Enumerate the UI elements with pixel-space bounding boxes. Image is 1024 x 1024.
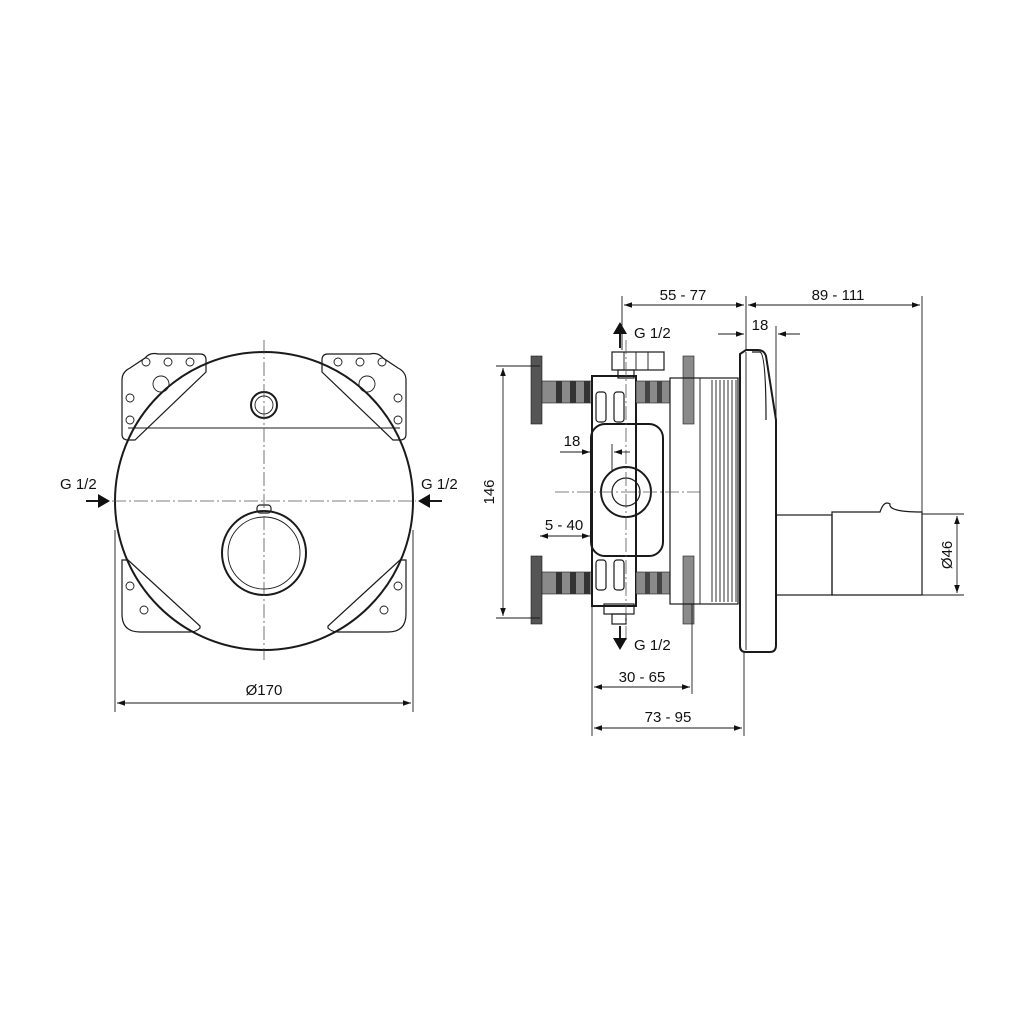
- dim-55-77-label: 55 - 77: [660, 287, 707, 304]
- tile-bracket-top: [682, 355, 695, 425]
- dim-46-label: Ø46: [939, 541, 956, 569]
- outlet-connector-bottom: [603, 603, 635, 625]
- dim-30-65-label: 30 - 65: [619, 669, 666, 686]
- screw-top: [541, 380, 593, 404]
- arrow-down-icon: [613, 638, 627, 650]
- inlet-top-label: G 1/2: [634, 325, 671, 342]
- mounting-plate-bottom-right: [327, 559, 407, 633]
- front-view: G 1/2 G 1/2 Ø170: [60, 340, 458, 712]
- dim-89-111-label: 89 - 111: [812, 287, 865, 304]
- arrow-right-icon: [98, 494, 110, 508]
- flange-bottom: [530, 555, 543, 625]
- inlet-left-label: G 1/2: [60, 476, 97, 493]
- mounting-plate-top-right: [321, 352, 407, 441]
- thread-lines: [711, 380, 737, 602]
- tile-bracket-bottom: [682, 555, 695, 625]
- dim-18-port-label: 18: [564, 433, 581, 450]
- diameter-label: Ø170: [246, 682, 283, 699]
- side-view: G 1/2 G 1/2 146 55 - 77 89 - 111 18 18 5…: [481, 287, 964, 736]
- screw-bottom: [541, 571, 593, 595]
- cover-plate-profile: [739, 349, 777, 653]
- dim-5-40-label: 5 - 40: [545, 517, 583, 534]
- inlet-right-label: G 1/2: [421, 476, 458, 493]
- arrow-left-icon: [418, 494, 430, 508]
- dim-18-cover-label: 18: [752, 317, 769, 334]
- sleeve-body: [669, 377, 739, 605]
- dim-146-label: 146: [481, 479, 498, 504]
- dim-73-95-label: 73 - 95: [645, 709, 692, 726]
- outlet-bottom-label: G 1/2: [634, 637, 671, 654]
- valve-cartridge-box: [590, 423, 664, 557]
- inlet-connector-top: [611, 351, 665, 379]
- handle-side: [775, 502, 923, 596]
- arrow-up-icon: [613, 322, 627, 334]
- mounting-plate-bottom-left: [121, 559, 201, 633]
